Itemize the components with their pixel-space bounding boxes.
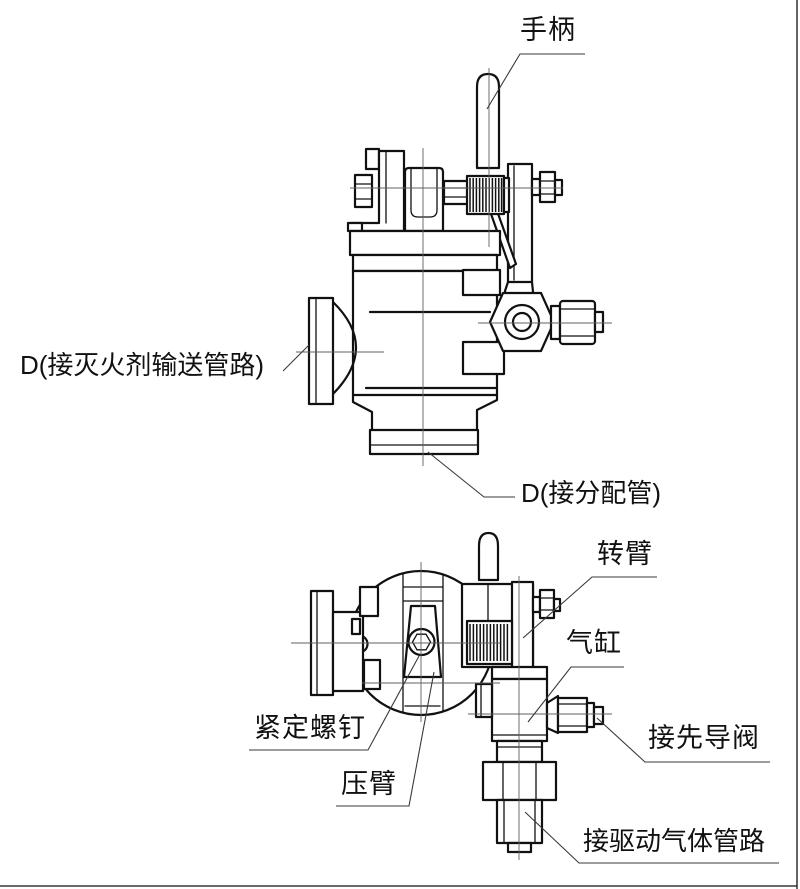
side-fitting [558,299,597,346]
bottom-hex-nut [481,760,558,802]
leader-drive-gas [524,811,779,864]
leader-inlet [282,344,310,372]
set-screw-shape [407,627,436,657]
leader-handle [486,53,585,110]
spring [465,174,511,216]
handle-shape [475,72,501,170]
inlet-port-label: D(接灭火剂输送管路) [20,350,265,380]
arm-bolt-side [538,588,556,620]
pilot-fitting [545,694,560,735]
leader-pilot-valve [596,717,770,763]
hex-nut [442,179,470,206]
leader-outlet [427,451,515,498]
leader-swivel-arm [522,576,657,639]
swivel-arm-label: 转臂 [597,539,653,569]
drive-gas-label: 接驱动气体管路 [583,826,766,856]
pilot-valve-label: 接先导阀 [648,723,760,753]
bottom-view-drawing [249,531,779,864]
gas-cylinder-label: 气缸 [566,628,622,658]
press-arm-label: 压臂 [341,769,397,799]
press-arm-shape [402,604,443,679]
body-boss-arc [331,300,357,396]
spring-side [465,619,514,666]
handle-label: 手柄 [520,15,576,45]
left-bolt [353,173,374,209]
leader-set-screw [249,655,420,751]
handle-shape-side [477,531,500,582]
set-screw-label: 紧定螺钉 [254,713,366,743]
outlet-port-label: D(接分配管) [521,478,662,508]
arm-bolt [538,170,557,204]
outlet-flange [368,428,480,456]
top-view-drawing [282,53,612,498]
leader-gas-cylinder [527,666,624,723]
swivel-arm-shape [510,580,535,670]
yoke [403,166,445,233]
leader-press-arm [336,671,435,807]
inlet-flange [307,296,335,406]
gas-cylinder-shape [490,677,549,743]
hex-fitting [488,291,556,353]
body-top-plate [348,229,502,257]
